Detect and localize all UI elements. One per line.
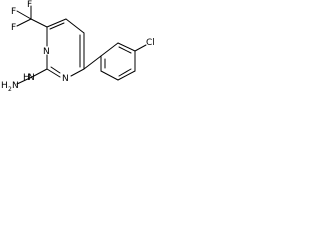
atom-labels: F F F N N Cl H 2 N H N — [1, 0, 155, 93]
atom-nh-n: N — [28, 73, 35, 83]
bond-c-f1 — [16, 10, 32, 20]
bond-lines — [16, 5, 147, 85]
bond-ph4 — [117, 70, 136, 81]
bond-ph-inner2 — [118, 68, 132, 77]
atom-cl: Cl — [146, 38, 155, 48]
bond-c2-n3-inner — [50, 66, 61, 74]
bond-c5-c6 — [65, 18, 85, 34]
atom-n1: N — [43, 47, 50, 57]
chemical-structure: F F F N N Cl H 2 N H N — [1, 0, 155, 93]
bond-ring-phenyl — [83, 55, 102, 70]
bond-c6-c5-inner — [49, 22, 65, 30]
bond-c2-n3 — [46, 68, 61, 78]
molecule-canvas: F F F N N Cl H 2 N H N — [0, 0, 167, 101]
atom-h-count: 2 — [8, 86, 12, 93]
bond-ph-cl — [134, 44, 147, 52]
atom-nh-h: H — [23, 73, 30, 83]
bond-ph5 — [100, 70, 119, 81]
bond-ph2 — [117, 42, 136, 52]
atom-n-terminal: N — [12, 81, 19, 91]
atom-f-left-bottom: F — [11, 23, 16, 33]
bond-c2-nh — [31, 68, 48, 78]
bond-nh-nh2 — [16, 76, 33, 85]
bond-c-f3 — [16, 18, 32, 27]
bond-cf3-ring — [30, 18, 48, 28]
atom-h-terminal: H — [1, 81, 8, 91]
atom-f-top: F — [27, 0, 32, 10]
bond-ph1 — [100, 42, 119, 57]
bond-ph-inner1 — [118, 46, 132, 54]
atom-n3: N — [62, 74, 69, 84]
bond-n3-c4 — [70, 68, 85, 77]
atom-f-left-top: F — [11, 7, 16, 17]
bond-c6-c5 — [46, 18, 67, 28]
